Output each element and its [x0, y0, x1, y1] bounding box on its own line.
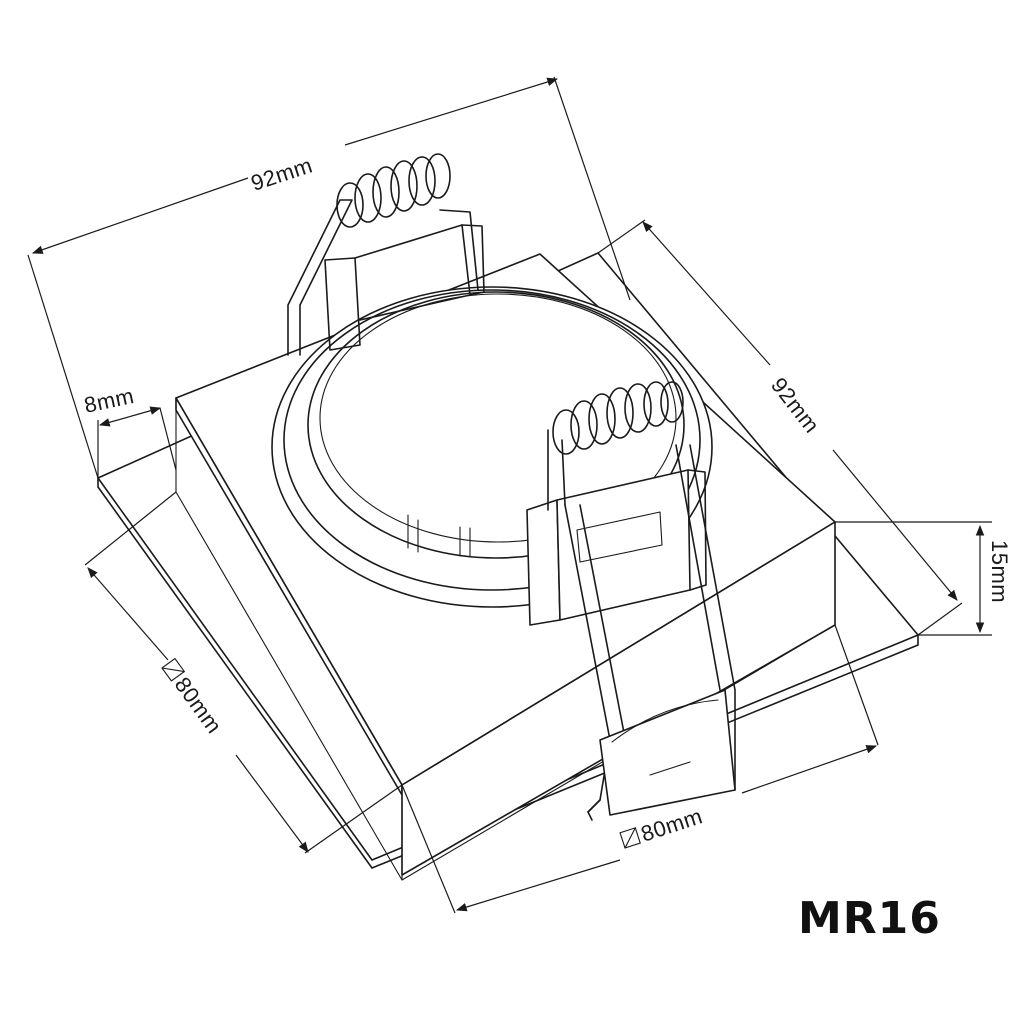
dim-label-cutout-bottom: 80mm — [638, 803, 706, 846]
dim-label-cutout-left: 80mm — [170, 672, 227, 738]
square-cutout-icon — [161, 658, 185, 682]
model-label: MR16 — [798, 893, 941, 944]
dim-height: 15mm — [835, 521, 1012, 636]
dim-label-height: 15mm — [987, 540, 1012, 603]
dim-label-flange: 8mm — [82, 383, 136, 418]
dim-label-right-depth: 92mm — [766, 373, 825, 438]
dim-label-top-width: 92mm — [248, 152, 316, 195]
square-cutout-icon — [619, 827, 641, 849]
rear-spring-clip — [287, 153, 485, 356]
front-spring-clip — [526, 381, 736, 821]
